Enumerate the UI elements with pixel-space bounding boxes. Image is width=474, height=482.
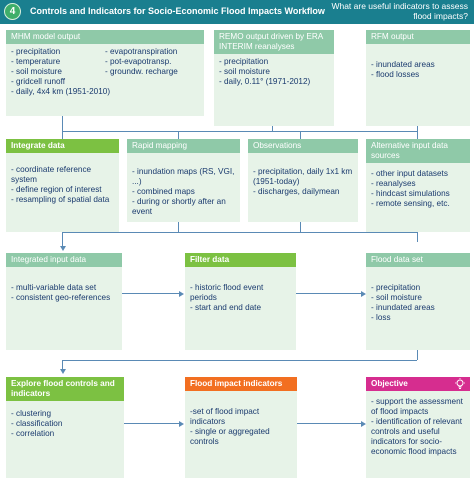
step-number-badge: 4 <box>4 3 21 20</box>
connector-line <box>122 293 179 295</box>
list-item: - groundw. recharge <box>105 67 178 76</box>
list-item: -set of flood impact indicators <box>190 407 260 426</box>
arrow-down-icon <box>59 369 66 374</box>
workflow-question: What are useful indicators to assess flo… <box>331 1 468 21</box>
connector-line <box>62 131 417 133</box>
list-item: - consistent geo-references <box>11 293 111 302</box>
integrated-input-data-box: Integrated input data - multi-variable d… <box>6 253 122 350</box>
connector-line <box>124 423 179 425</box>
connector-line <box>296 293 361 295</box>
list-item: - inundation maps (RS, VGI, ...) <box>132 167 235 186</box>
connector-line <box>62 360 64 369</box>
rfm-output-title: RFM output <box>366 30 470 44</box>
objective-title: Objective <box>366 377 470 391</box>
observations-box: Observations - precipitation, daily 1x1 … <box>248 139 358 222</box>
remo-output-title: REMO output driven by ERA INTERIM reanal… <box>214 30 334 54</box>
list-item: - define region of interest <box>11 185 102 194</box>
list-item: - flood losses <box>371 70 420 79</box>
list-item: - precipitation <box>371 283 421 292</box>
flood-impact-indicators-box: Flood impact indicators -set of flood im… <box>185 377 297 478</box>
flood-data-set-title: Flood data set <box>366 253 470 267</box>
connector-line <box>417 350 419 360</box>
explore-flood-controls-title: Explore flood controls and indicators <box>6 377 124 401</box>
connector-line <box>178 222 180 232</box>
list-item: - loss <box>371 313 391 322</box>
alternative-input-title: Alternative input data sources <box>366 139 470 163</box>
list-item: - start and end date <box>190 303 262 312</box>
list-item: - daily, 4x4 km (1951-2010) <box>11 87 111 96</box>
integrate-data-box: Integrate data - coordinate reference sy… <box>6 139 119 232</box>
explore-flood-controls-box: Explore flood controls and indicators - … <box>6 377 124 478</box>
arrow-down-icon <box>59 246 66 251</box>
list-item: - remote sensing, etc. <box>371 199 450 208</box>
list-item: - precipitation <box>11 47 61 56</box>
list-item: - classification <box>11 419 63 428</box>
filter-data-title: Filter data <box>185 253 296 267</box>
filter-data-box: Filter data - historic flood event perio… <box>185 253 296 350</box>
workflow-header: 4 Controls and Indicators for Socio-Econ… <box>0 0 474 24</box>
connector-line <box>417 126 419 131</box>
list-item: - combined maps <box>132 187 195 196</box>
connector-line <box>417 232 419 242</box>
connector-line <box>62 116 64 131</box>
arrow-right-icon <box>361 290 366 297</box>
list-item: - correlation <box>11 429 55 438</box>
rfm-output-box: RFM output - inundated areas - flood los… <box>366 30 470 126</box>
mhm-model-output-box: MHM model output - precipitation - tempe… <box>6 30 204 116</box>
remo-output-box: REMO output driven by ERA INTERIM reanal… <box>214 30 334 126</box>
list-item: - single or aggregated controls <box>190 427 270 446</box>
list-item: - during or shortly after an event <box>132 197 226 216</box>
alternative-input-box: Alternative input data sources - other i… <box>366 139 470 232</box>
list-item: - pot-evapotransp. <box>105 57 172 66</box>
list-item: - inundated areas <box>371 60 435 69</box>
connector-line <box>62 232 64 246</box>
connector-line <box>62 232 417 234</box>
workflow-title: Controls and Indicators for Socio-Econom… <box>30 6 325 16</box>
connector-line <box>272 126 274 131</box>
list-item: - evapotranspiration <box>105 47 178 56</box>
connector-line <box>417 131 419 139</box>
rapid-mapping-box: Rapid mapping - inundation maps (RS, VGI… <box>127 139 240 222</box>
connector-line <box>62 360 417 362</box>
list-item: - historic flood event periods <box>190 283 264 302</box>
connector-line <box>297 423 361 425</box>
observations-title: Observations <box>248 139 358 153</box>
connector-line <box>178 131 180 139</box>
lightbulb-icon <box>455 378 465 389</box>
list-item: - soil moisture <box>11 67 62 76</box>
arrow-right-icon <box>179 420 184 427</box>
objective-box: Objective - support the assessment of fl… <box>366 377 470 478</box>
arrow-right-icon <box>179 290 184 297</box>
list-item: - hindcast simulations <box>371 189 450 198</box>
list-item: - resampling of spatial data <box>11 195 110 204</box>
rapid-mapping-title: Rapid mapping <box>127 139 240 153</box>
integrated-input-data-title: Integrated input data <box>6 253 122 267</box>
list-item: - inundated areas <box>371 303 435 312</box>
connector-line <box>300 222 302 232</box>
list-item: - gridcell runoff <box>11 77 66 86</box>
arrow-right-icon <box>361 420 366 427</box>
list-item: - soil moisture <box>219 67 270 76</box>
mhm-model-output-title: MHM model output <box>6 30 204 44</box>
list-item: - temperature <box>11 57 61 66</box>
list-item: - reanalyses <box>371 179 416 188</box>
list-item: - precipitation, daily 1x1 km (1951-toda… <box>253 167 353 186</box>
integrate-data-title: Integrate data <box>6 139 119 153</box>
objective-title-text: Objective <box>371 379 408 388</box>
list-item: - identification of relevant controls an… <box>371 417 463 456</box>
list-item: - clustering <box>11 409 52 418</box>
list-item: - coordinate reference system <box>11 165 92 184</box>
connector-line <box>62 131 64 139</box>
list-item: - support the assessment of flood impact… <box>371 397 463 416</box>
list-item: - precipitation <box>219 57 269 66</box>
connector-line <box>300 131 302 139</box>
flood-data-set-box: Flood data set - precipitation - soil mo… <box>366 253 470 350</box>
list-item: - other input datasets <box>371 169 448 178</box>
list-item: - soil moisture <box>371 293 422 302</box>
list-item: - discharges, dailymean <box>253 187 340 196</box>
list-item: - multi-variable data set <box>11 283 97 292</box>
list-item: - daily, 0.11° (1971-2012) <box>219 77 311 86</box>
flood-impact-indicators-title: Flood impact indicators <box>185 377 297 391</box>
